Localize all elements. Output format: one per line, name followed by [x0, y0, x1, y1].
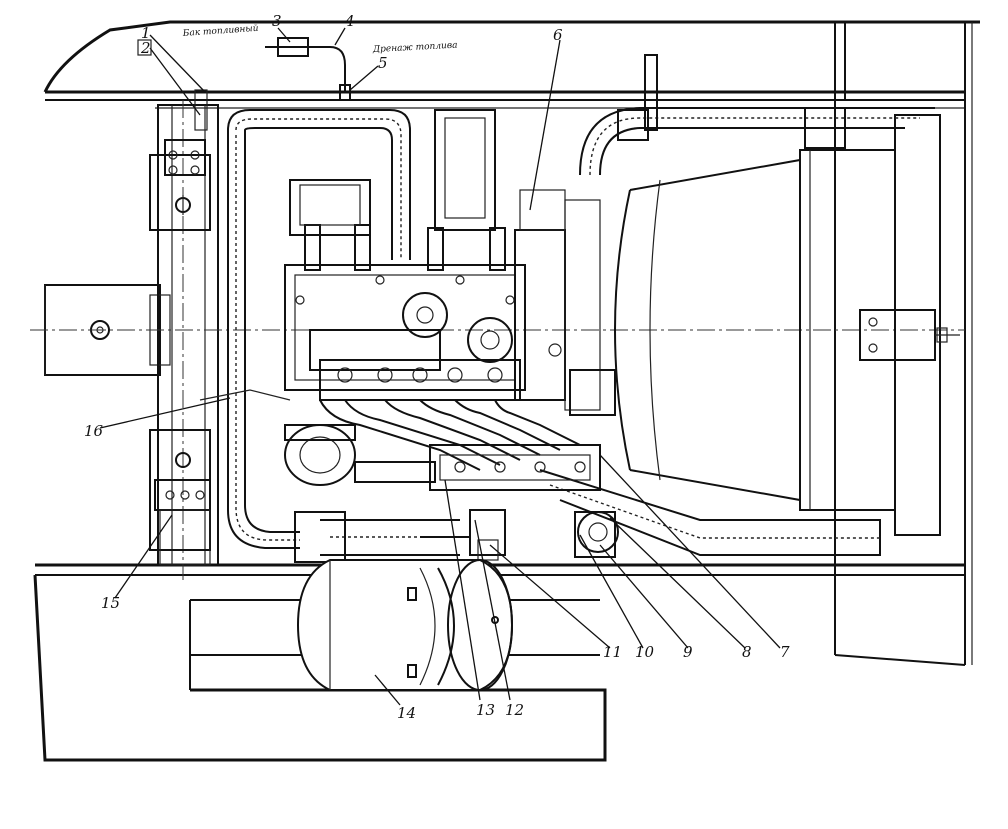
fuel-filter: [284, 424, 356, 486]
callout-6: 6: [553, 26, 563, 44]
separator-unit: [420, 509, 506, 561]
air-cleaner: [296, 559, 514, 691]
callout-15: 15: [101, 594, 120, 612]
upper-coolant-pipe: [579, 54, 935, 176]
callout-11: 11: [603, 643, 622, 661]
callouts: 1 2 3 4 5 6 7 8 9 10 11 12 13 14 15 16: [84, 12, 790, 722]
callout-8: 8: [742, 643, 752, 661]
feed-pump: [574, 511, 619, 558]
fan-shroud: [614, 158, 801, 502]
callout-7: 7: [780, 643, 790, 661]
tank-note: Бак топливный: [182, 24, 259, 39]
callout-14: 14: [397, 704, 416, 722]
turbocharger: [514, 189, 616, 416]
upper-mount-bracket: [149, 89, 211, 231]
air-intake-box: [289, 109, 496, 236]
callout-9: 9: [683, 643, 693, 661]
callout-10: 10: [635, 643, 655, 661]
callout-16: 16: [84, 422, 104, 440]
callout-13: 13: [476, 701, 495, 719]
injection-pump: [354, 444, 601, 491]
fuel-lines: [199, 389, 581, 471]
callout-4: 4: [344, 12, 355, 30]
left-coolant-pipe: [227, 109, 411, 549]
callout-1: 1: [141, 24, 151, 42]
leader-lines: [99, 27, 781, 706]
callout-5: 5: [378, 54, 388, 72]
callout-3: 3: [272, 12, 282, 30]
callout-12: 12: [505, 701, 524, 719]
engine-block: [284, 224, 526, 401]
radiator: [799, 114, 960, 536]
centerlines: [30, 100, 965, 580]
drain-note: Дренаж топлива: [372, 41, 458, 55]
callout-2: 2: [140, 39, 151, 57]
notes: Бак топливный Дренаж топлива: [182, 24, 458, 55]
lower-mount-bracket: [149, 429, 211, 566]
callout-2-box: [137, 39, 152, 56]
drain-fitting: [265, 37, 351, 101]
